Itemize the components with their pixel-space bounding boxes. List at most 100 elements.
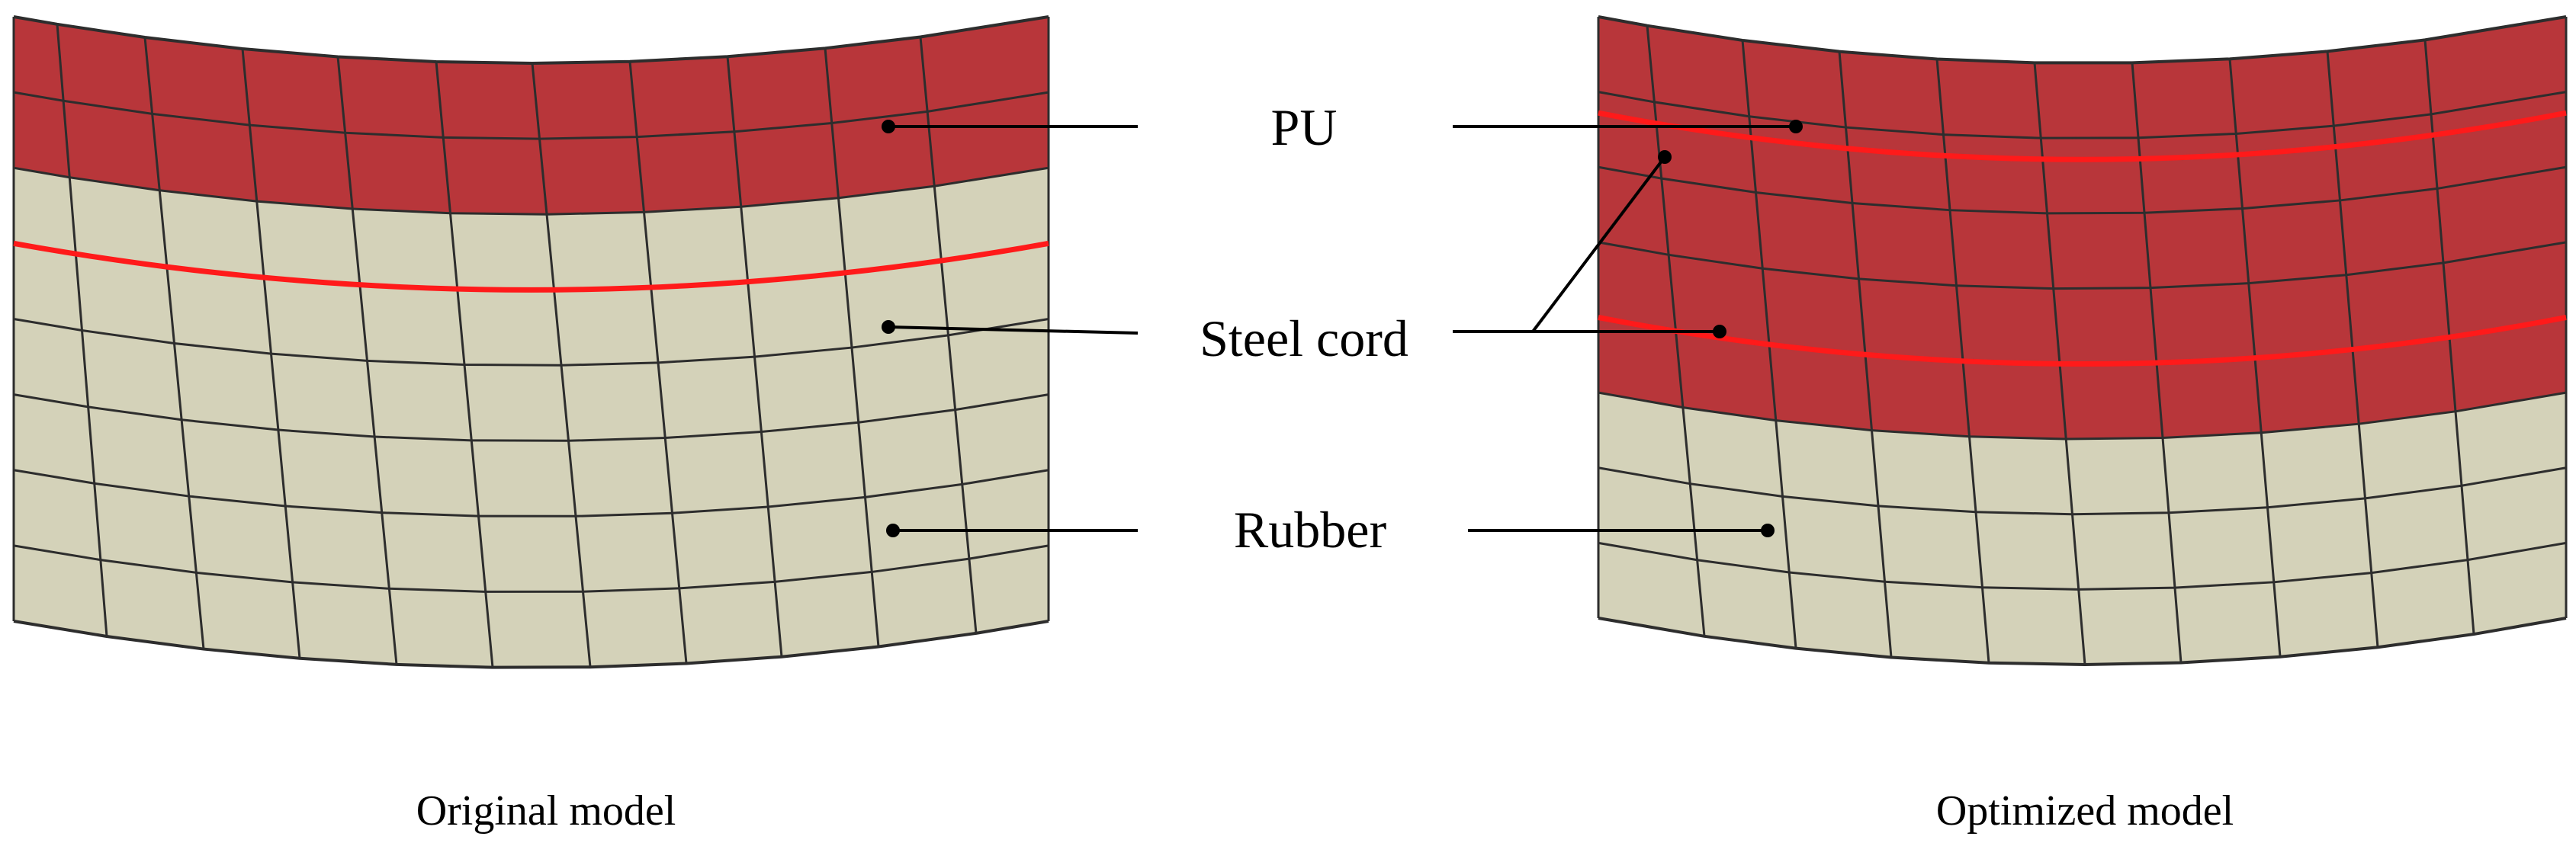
- pu-cell: [14, 17, 64, 101]
- pu-cell: [243, 49, 345, 133]
- pu-cell: [825, 37, 928, 123]
- rubber-cell: [367, 361, 472, 441]
- rubber-cell: [768, 497, 872, 582]
- rubber-cell: [14, 319, 88, 407]
- mesh-column-line: [336, 56, 398, 665]
- rubber-cell: [1690, 483, 1790, 573]
- pu-cell: [145, 37, 250, 126]
- steel-cord-line: [13, 240, 1049, 293]
- mesh-row-line: [13, 469, 1049, 518]
- rubber-cell: [583, 588, 686, 668]
- pu-cell: [1762, 268, 1865, 355]
- rubber-cell: [14, 168, 76, 255]
- pu-cell: [1852, 203, 1957, 286]
- pu-cell: [345, 133, 451, 213]
- pu-cell: [1647, 25, 1749, 117]
- rubber-cell: [2175, 582, 2280, 663]
- rubber-cell: [2169, 507, 2274, 588]
- pu-cell: [2437, 167, 2566, 263]
- mesh-column-line: [56, 24, 108, 637]
- rubber-cell: [82, 330, 182, 420]
- rubber-cell: [838, 186, 942, 273]
- rubber-cell: [1598, 543, 1704, 636]
- mesh-column-line: [435, 61, 494, 668]
- pu-cell: [1769, 344, 1872, 431]
- rubber-cell: [285, 505, 390, 589]
- rubber-cell: [2365, 485, 2468, 573]
- rubber-cell: [968, 545, 1049, 633]
- optimized-mesh-cells: [1598, 17, 2566, 665]
- pu-cell: [443, 137, 547, 215]
- rubber-cell: [2078, 588, 2181, 665]
- pu-cell: [1598, 167, 1669, 255]
- rubber-cell: [94, 483, 197, 573]
- rubber-cell: [471, 440, 576, 517]
- rubber-cell: [2371, 559, 2474, 648]
- rubber-cell: [188, 496, 293, 582]
- rubber-cell: [1871, 430, 1976, 512]
- pu-cell: [734, 123, 839, 207]
- pu-cell: [1661, 178, 1763, 269]
- dot-steel-optimized-bottom: [1713, 325, 1726, 338]
- rubber-cell: [100, 559, 204, 649]
- rubber-cell: [450, 213, 554, 290]
- rubber-cell: [278, 430, 382, 513]
- rubber-cell: [568, 437, 673, 517]
- rubber-cell: [2359, 411, 2462, 498]
- pu-cell: [539, 136, 644, 215]
- pu-cell: [2035, 62, 2138, 139]
- pu-cell: [630, 56, 734, 137]
- mesh-column-line: [919, 37, 978, 634]
- rubber-cell: [941, 243, 1049, 335]
- pu-cell: [2327, 40, 2431, 127]
- rubber-cell: [485, 591, 590, 668]
- pu-cell: [637, 131, 741, 213]
- rubber-cell: [14, 394, 95, 484]
- mesh-column-line: [824, 48, 880, 647]
- rubber-cell: [14, 469, 101, 560]
- rubber-cell: [159, 190, 265, 278]
- pu-cell: [1675, 331, 1776, 421]
- rubber-cell: [464, 364, 569, 441]
- rubber-cell: [547, 212, 651, 290]
- rubber-cell: [679, 582, 782, 664]
- optimized-model-mesh: [1597, 15, 2568, 666]
- rubber-cell: [775, 572, 878, 657]
- pu-cell: [1742, 40, 1846, 128]
- original-mesh-cells: [14, 17, 1049, 668]
- rubber-cell: [292, 582, 397, 665]
- mesh-column-line: [628, 61, 688, 664]
- pu-cell: [1943, 134, 2048, 213]
- rubber-cell: [1598, 467, 1698, 560]
- rubber-cell: [75, 254, 175, 344]
- pu-cell: [1865, 354, 1970, 437]
- pu-cell: [728, 48, 832, 132]
- pu-cell: [1858, 278, 1963, 361]
- rubber-cell: [852, 335, 956, 423]
- pu-cell: [1598, 17, 1655, 102]
- rubber-cell: [2066, 437, 2169, 514]
- rubber-cell: [166, 267, 271, 354]
- dot-pu-optimized: [1789, 120, 1803, 133]
- mesh-column-line: [726, 56, 783, 657]
- dot-rubber-original: [886, 524, 900, 537]
- rubber-cell: [644, 207, 748, 288]
- rubber-cell: [1598, 393, 1691, 484]
- mesh-row-line: [13, 166, 1049, 216]
- optimized-steel-cords: [1598, 110, 2567, 367]
- rubber-cell: [665, 431, 769, 514]
- rubber-cell: [2462, 467, 2566, 560]
- leader-steel-original: [888, 325, 1139, 335]
- rubber-cell: [271, 354, 375, 437]
- original-steel-cords: [13, 240, 1049, 293]
- mesh-column-line: [143, 37, 205, 649]
- pu-cell: [1963, 361, 2067, 440]
- pu-cell: [338, 56, 444, 138]
- pu-cell: [2060, 363, 2163, 440]
- rubber-cell: [389, 588, 493, 668]
- rubber-cell: [754, 348, 859, 432]
- rubber-cell: [948, 319, 1049, 410]
- pu-cell: [2333, 114, 2437, 200]
- mesh-row-line: [13, 393, 1049, 442]
- rubber-cell: [865, 484, 969, 572]
